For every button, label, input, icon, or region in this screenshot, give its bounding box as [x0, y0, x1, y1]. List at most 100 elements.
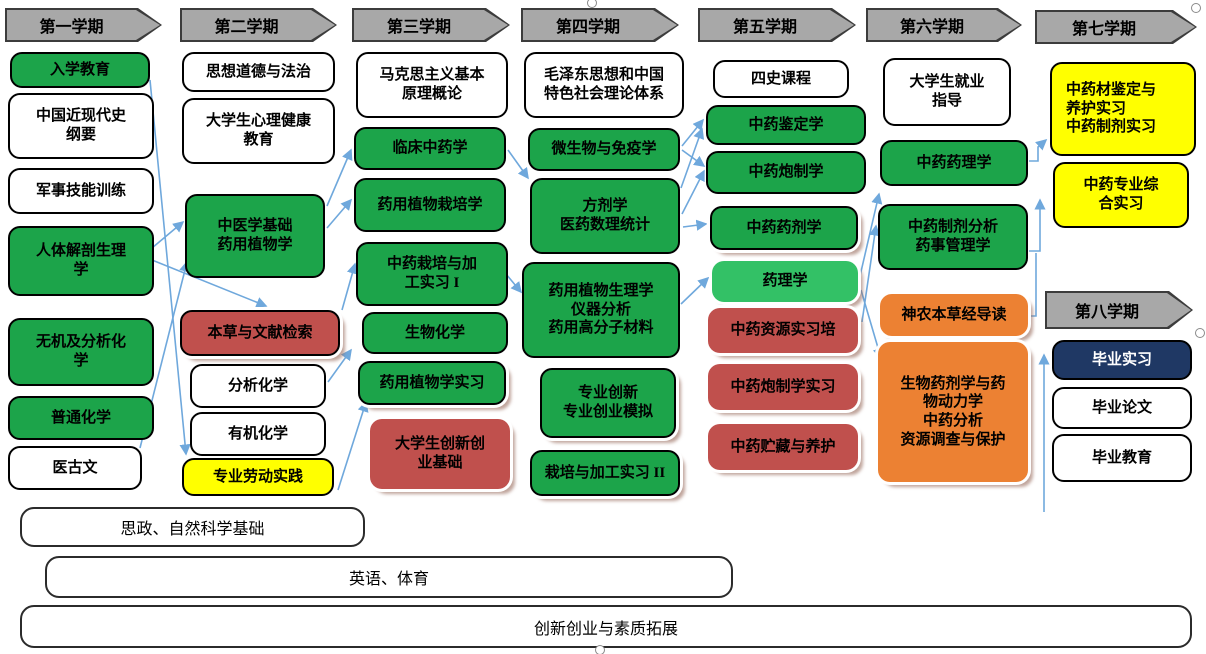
course-box[interactable]: 药用植物栽培学: [354, 178, 506, 232]
course-box[interactable]: 中国近现代史纲要: [8, 93, 154, 159]
course-label-line: 本草与文献检索: [207, 324, 313, 341]
course-box[interactable]: 药理学: [712, 261, 858, 302]
connector-arrow: [680, 127, 705, 189]
semester-header-label: 第六学期: [899, 19, 964, 36]
course-box[interactable]: 普通化学: [8, 396, 154, 440]
course-label-line: 马克思主义基本: [379, 67, 485, 84]
course-box[interactable]: 专业劳动实践: [182, 458, 334, 496]
semester-arrow-fill: [354, 10, 508, 40]
course-box[interactable]: 毛泽东思想和中国特色社会理论体系: [524, 52, 684, 118]
semester-header-label: 第四学期: [555, 19, 620, 36]
course-box[interactable]: 有机化学: [190, 412, 326, 456]
course-box[interactable]: 四史课程: [713, 60, 849, 98]
course-label-line: 入学教育: [49, 61, 110, 78]
course-box[interactable]: 中药栽培与加工实习 I: [356, 242, 508, 306]
course-box[interactable]: 生物药剂学与药物动力学中药分析资源调查与保护: [878, 342, 1028, 482]
course-box[interactable]: 分析化学: [190, 364, 326, 408]
connector-arrow: [682, 219, 708, 231]
semester-header-label: 第五学期: [732, 19, 797, 36]
semester-arrow-fill: [523, 10, 677, 40]
course-box[interactable]: 中药制剂分析药事管理学: [878, 204, 1028, 270]
course-box[interactable]: 中药材鉴定与养护实习中药制剂实习: [1050, 62, 1196, 156]
course-box[interactable]: 毕业实习: [1052, 340, 1192, 380]
course-box[interactable]: 思想道德与法治: [182, 52, 335, 92]
connector-arrow: [1030, 253, 1037, 317]
course-box[interactable]: 中药药剂学: [710, 206, 858, 250]
semester-header-5[interactable]: 第五学期: [698, 8, 856, 42]
course-label-line: 药用植物学: [217, 237, 293, 253]
semester-header-8[interactable]: 第八学期: [1045, 291, 1193, 329]
course-label-line: 微生物与免疫学: [551, 141, 657, 158]
course-label-line: 大学生创新创: [394, 436, 485, 453]
course-box[interactable]: 方剂学医药数理统计: [530, 178, 680, 254]
course-label-line: 中药药理学: [916, 154, 992, 171]
semester-arrow-fill: [182, 10, 335, 40]
course-box[interactable]: 中药资源实习培: [708, 308, 858, 353]
course-label-line: 仪器分析: [570, 301, 631, 318]
course-box[interactable]: 马克思主义基本原理概论: [356, 52, 508, 118]
course-label-line: 教育: [243, 132, 274, 148]
course-box[interactable]: 专业创新专业创业模拟: [540, 368, 676, 438]
course-label-line: 业基础: [417, 455, 463, 471]
course-box[interactable]: 药用植物生理学仪器分析药用高分子材料: [522, 262, 680, 358]
course-label-line: 临床中药学: [392, 140, 468, 157]
selection-handle[interactable]: [587, 0, 597, 8]
course-box[interactable]: 中药专业综合实习: [1053, 162, 1189, 228]
course-box[interactable]: 中药贮藏与养护: [708, 424, 858, 470]
connector-arrow: [507, 149, 529, 180]
course-box[interactable]: 大学生创新创业基础: [370, 419, 510, 489]
course-box[interactable]: 中药药理学: [880, 140, 1028, 186]
course-label-line: 神农本草经导读: [901, 306, 1007, 323]
course-box[interactable]: 药用植物学实习: [358, 361, 506, 405]
course-label-line: 分析化学: [227, 377, 288, 394]
course-label-line: 普通化学: [50, 409, 111, 426]
semester-header-label: 第三学期: [386, 19, 451, 36]
connector-arrow: [859, 192, 883, 277]
course-label-line: 中药炮制学实习: [730, 378, 836, 395]
course-box[interactable]: 中药鉴定学: [706, 105, 866, 145]
course-box[interactable]: 生物化学: [362, 312, 508, 354]
course-label-line: 中药专业综: [1083, 177, 1159, 194]
course-box[interactable]: 无机及分析化学: [8, 318, 154, 386]
course-box[interactable]: 中医学基础药用植物学: [185, 194, 325, 278]
course-label-line: 药用植物生理学: [548, 282, 654, 299]
category-bar-2[interactable]: 英语、体育: [45, 556, 733, 598]
selection-handle[interactable]: [1195, 328, 1205, 338]
course-box[interactable]: 毕业教育: [1052, 434, 1192, 482]
course-box[interactable]: 微生物与免疫学: [528, 128, 680, 171]
course-label-line: 合实习: [1098, 196, 1144, 212]
course-box[interactable]: 神农本草经导读: [880, 294, 1028, 336]
course-box[interactable]: 大学生就业指导: [883, 58, 1011, 126]
course-label-line: 生物化学: [404, 324, 465, 341]
course-box[interactable]: 中药炮制学实习: [708, 364, 858, 410]
selection-handle[interactable]: [1191, 3, 1201, 13]
course-label-line: 中药炮制学: [748, 164, 824, 181]
course-box[interactable]: 人体解剖生理学: [8, 226, 154, 296]
course-box[interactable]: 栽培与加工实习 II: [530, 450, 680, 496]
semester-header-7[interactable]: 第七学期: [1035, 10, 1197, 44]
course-label-line: 学: [73, 353, 89, 369]
course-box[interactable]: 入学教育: [10, 52, 150, 88]
category-bar-1[interactable]: 思政、自然科学基础: [20, 507, 365, 547]
selection-handle[interactable]: [595, 645, 605, 654]
course-box[interactable]: 临床中药学: [354, 127, 506, 170]
course-label-line: 大学生心理健康: [205, 113, 311, 130]
semester-header-3[interactable]: 第三学期: [352, 8, 510, 42]
course-box[interactable]: 医古文: [8, 446, 142, 490]
course-box[interactable]: 军事技能训练: [8, 168, 154, 214]
semester-arrow-fill: [1037, 12, 1195, 42]
course-box[interactable]: 中药炮制学: [706, 151, 866, 194]
course-box[interactable]: 本草与文献检索: [180, 310, 340, 356]
course-box[interactable]: 毕业论文: [1052, 387, 1192, 429]
category-bar-3[interactable]: 创新创业与素质拓展: [20, 605, 1192, 648]
semester-header-4[interactable]: 第四学期: [521, 8, 679, 42]
course-box[interactable]: 大学生心理健康教育: [182, 98, 335, 164]
connector-arrow: [681, 149, 706, 167]
semester-header-1[interactable]: 第一学期: [5, 8, 162, 42]
course-label-line: 中药材鉴定与: [1066, 81, 1157, 98]
connector-arrow: [151, 220, 185, 249]
semester-header-2[interactable]: 第二学期: [180, 8, 337, 42]
connector-arrow: [341, 262, 358, 311]
semester-header-6[interactable]: 第六学期: [866, 8, 1022, 42]
course-label-line: 毛泽东思想和中国: [543, 67, 664, 84]
